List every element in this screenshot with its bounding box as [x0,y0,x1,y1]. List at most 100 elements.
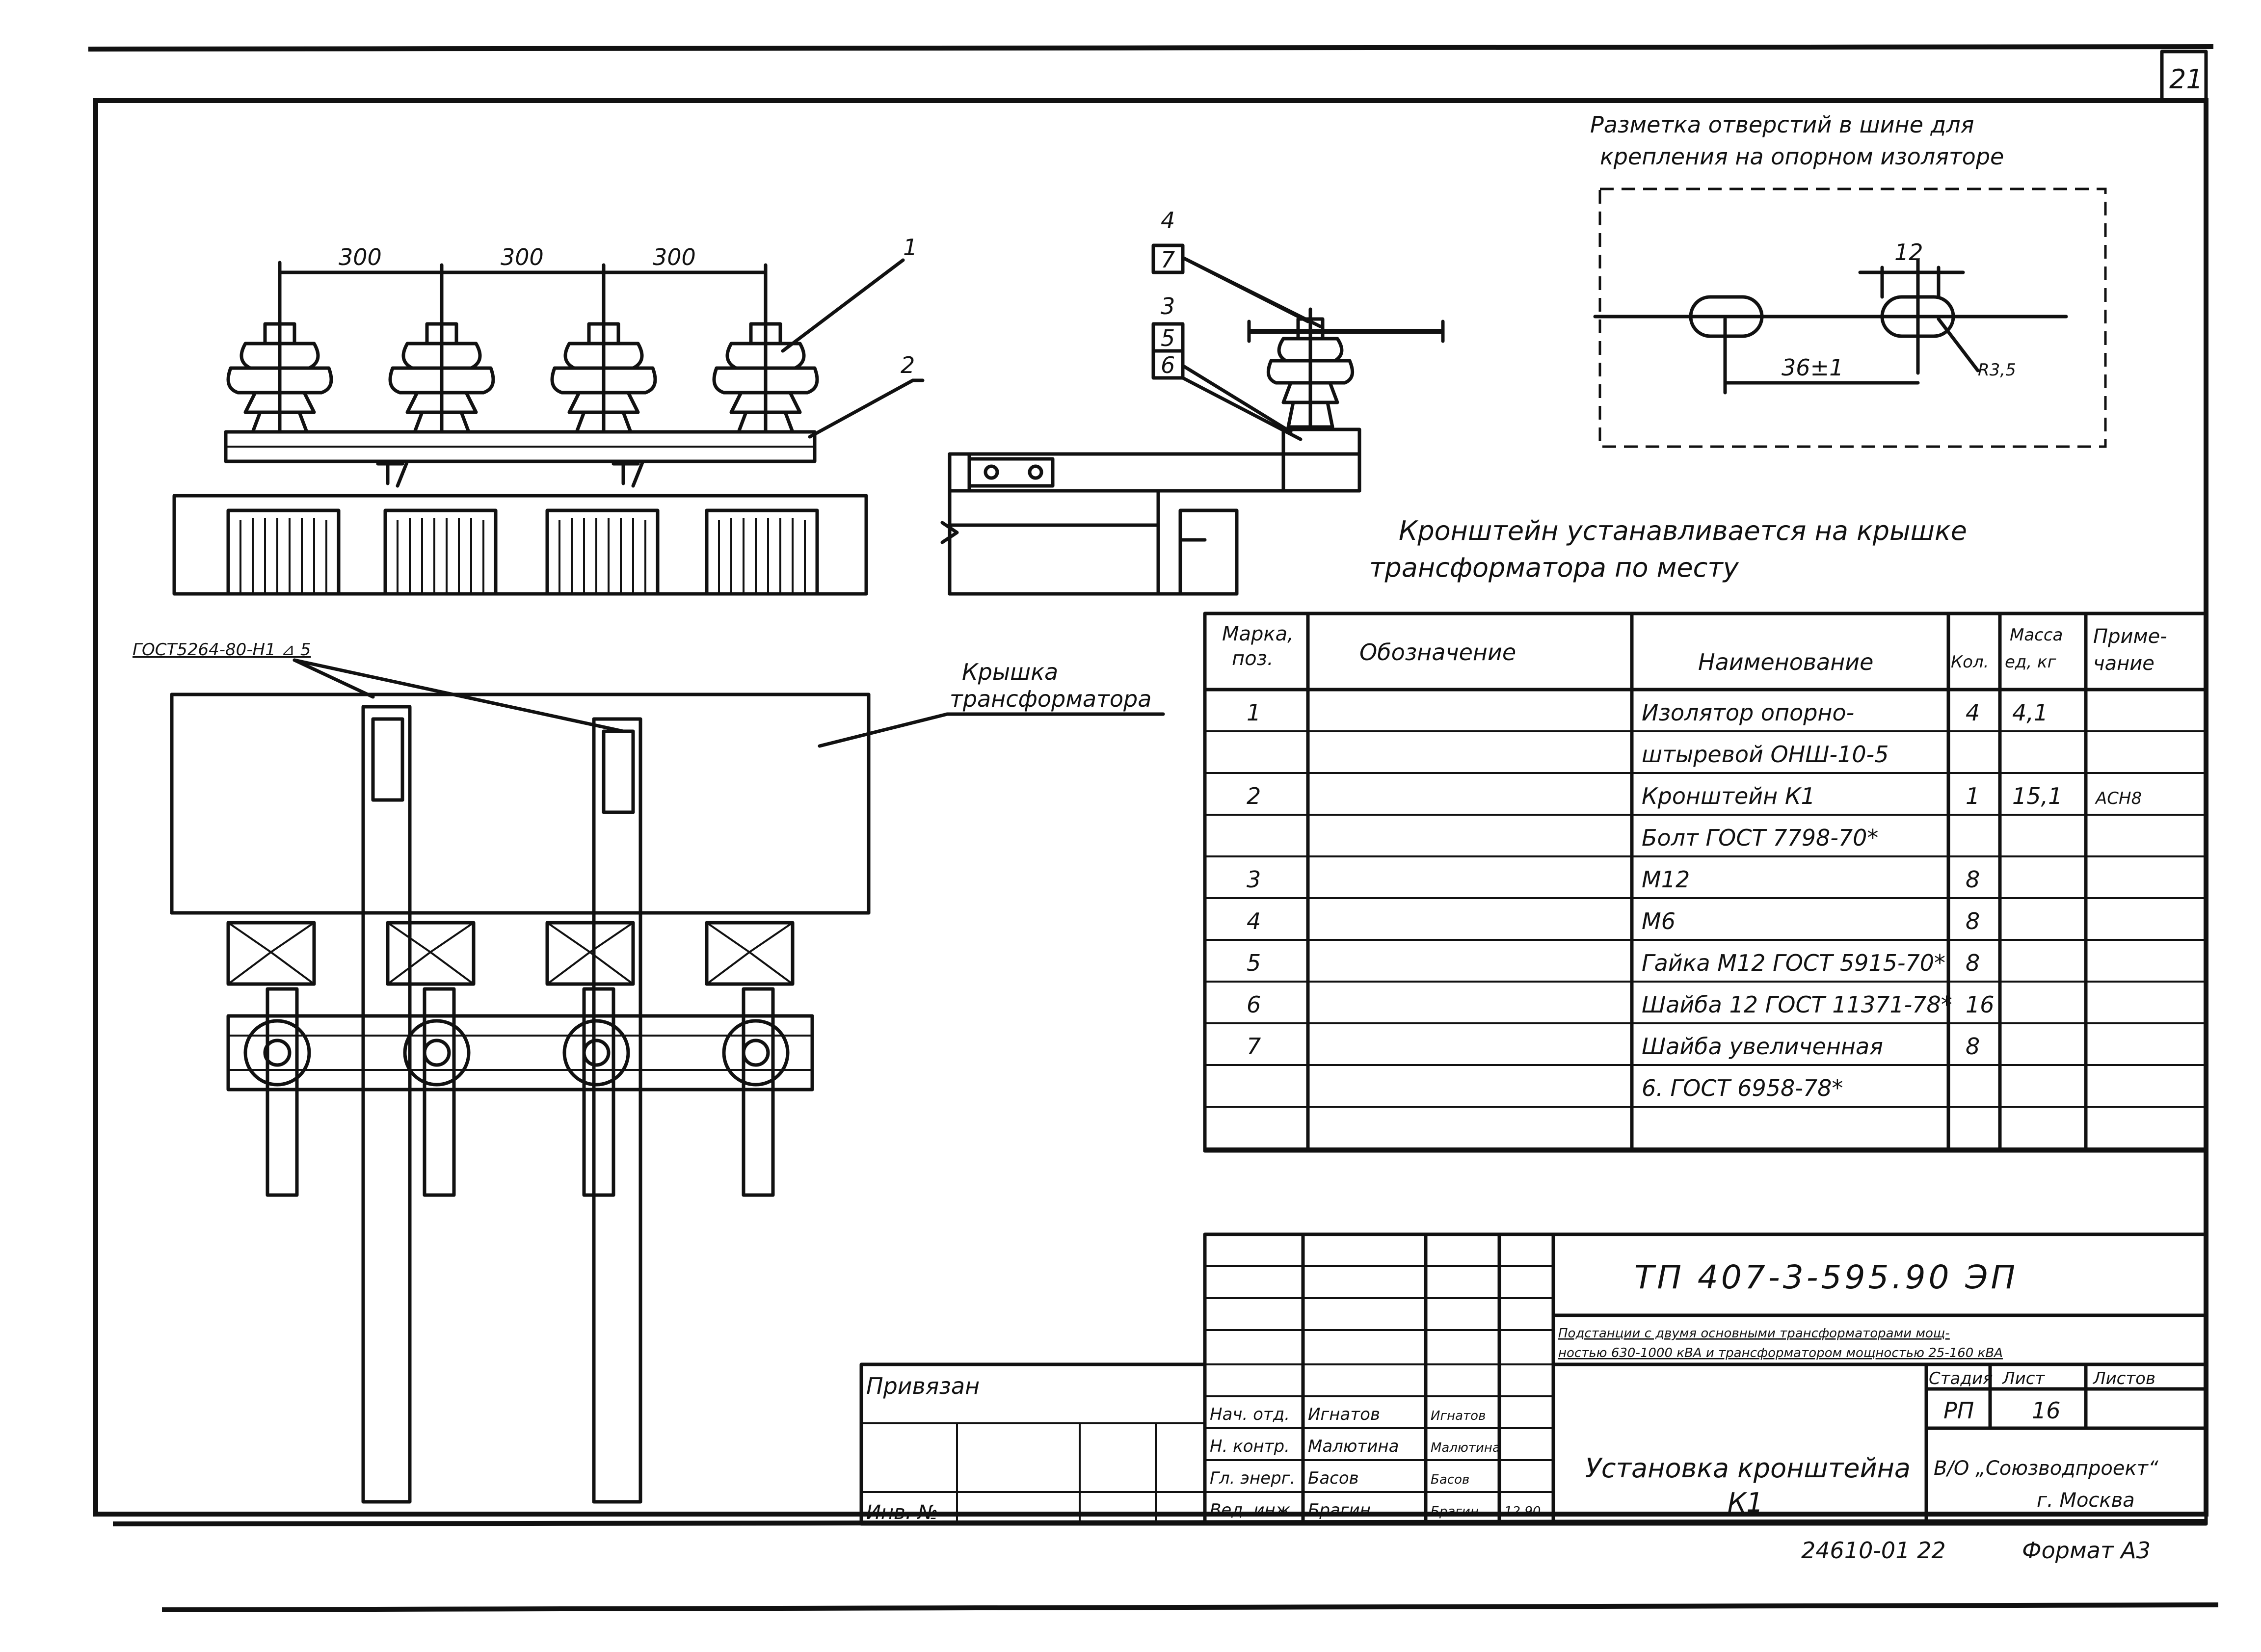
table-cell-pos: 7 [1247,1033,1261,1060]
spec-table: Марка, поз. Обозначение Наименование Кол… [1203,612,2208,1153]
drawing-title-2: К1 [1728,1487,1763,1518]
signature-role: Гл. энерг. [1210,1468,1295,1488]
th-pos-2: поз. [1232,647,1274,670]
stage-value: РП [1943,1397,1974,1424]
callout-6: 6 [1161,352,1175,378]
hole-marking-title-1: Разметка отверстий в шине для [1590,111,1974,138]
table-cell-pos: 2 [1247,783,1261,809]
signature-sign: Брагин [1431,1504,1479,1519]
drawing-title-1: Установка кронштейна [1585,1453,1911,1484]
sheet-value: 16 [2032,1397,2061,1424]
insulator-1 [226,312,333,434]
radiators [226,508,819,596]
transformer-body [172,494,868,596]
plan-view: ГОСТ5264-80-Н1 ⊿ 5 Крышка трансформатора [133,640,1165,1504]
signature-name: Басов [1308,1468,1359,1488]
callout-7: 7 [1161,246,1175,273]
inv-no-label: Инв. № [866,1501,938,1524]
dim-300-2: 300 [501,244,544,270]
table-cell-name: штыревой ОНШ-10-5 [1642,741,1889,768]
hole-dim-radius: R3,5 [1978,360,2016,380]
cover-label-1: Крышка [962,659,1058,685]
table-cell-qty: 8 [1966,950,1980,976]
signature-sign: Игнатов [1431,1409,1486,1423]
org-2: г. Москва [2037,1489,2135,1512]
table-cell-mass: 4,1 [2012,699,2048,726]
signature-name: Игнатов [1308,1405,1380,1424]
table-cell-name: Шайба 12 ГОСТ 11371-78* [1642,991,1952,1018]
table-cell-name: М12 [1642,866,1690,893]
signature-sign: Малютина [1431,1440,1500,1455]
table-cell-qty: 8 [1966,1033,1980,1060]
format-label: Формат А3 [2022,1537,2151,1564]
callout-2: 2 [901,352,915,378]
table-cell-mass: 15,1 [2012,783,2062,809]
cover-label-2: трансформатора [950,686,1151,712]
table-cell-name: Гайка М12 ГОСТ 5915-70* [1642,950,1945,976]
sheet-header: Лист [2001,1369,2045,1388]
hole-marking-detail: Разметка отверстий в шине для крепления … [1590,111,2107,448]
hole-dim-spacing: 36±1 [1782,354,1843,381]
table-cell-qty: 16 [1966,991,1995,1018]
th-note-1: Приме- [2093,625,2167,648]
signature-role: Нач. отд. [1210,1405,1290,1424]
table-cell-qty: 8 [1966,908,1980,934]
bottom-stamp: 24610-01 22 [1801,1537,1946,1564]
org-1: В/О „Союзводпроект“ [1934,1457,2158,1480]
callout-5: 5 [1161,325,1175,351]
insulator-4 [712,312,819,434]
table-cell-qty: 4 [1966,699,1980,726]
install-note-1: Кронштейн устанавливается на крышке [1399,515,1967,546]
side-view: 4 7 3 5 6 [940,207,1445,596]
table-cell-pos: 3 [1247,866,1261,893]
callout-4: 4 [1161,207,1175,234]
dim-300-3: 300 [653,244,696,270]
table-cell-pos: 1 [1247,699,1261,726]
terminal-boxes [226,921,795,986]
insulator-3 [550,312,657,434]
signature-name: Малютина [1308,1437,1399,1456]
privyazan-label: Привязан [866,1373,980,1399]
callout-3: 3 [1161,293,1175,320]
signature-sign: Басов [1431,1472,1469,1487]
insulator-2 [388,312,495,434]
title-block: ТП 407-3-595.90 ЭП Подстанции с двумя ос… [859,1232,2208,1526]
callout-1: 1 [903,234,917,261]
stage-header: Стадия [1929,1369,1993,1388]
table-cell-name: Кронштейн К1 [1642,783,1815,809]
signature-date: 12.90 [1504,1504,1541,1519]
table-cell-name: Болт ГОСТ 7798-70* [1642,825,1878,851]
signature-role: Вед. инж. [1210,1500,1296,1520]
sheets-header: Листов [2092,1369,2155,1388]
table-cell-name: Шайба увеличенная [1642,1033,1883,1060]
page-frame: 21 [88,44,2219,1612]
th-qty: Кол. [1951,652,1989,672]
plan-insulators [243,1019,790,1087]
table-cell-pos: 4 [1247,908,1261,934]
th-pos-1: Марка, [1222,623,1294,645]
table-cell-qty: 8 [1966,866,1980,893]
install-note-2: трансформатора по месту [1369,552,1739,583]
signature-name: Брагин [1308,1500,1371,1520]
signature-role: Н. контр. [1210,1437,1290,1456]
table-cell-qty: 1 [1966,783,1980,809]
table-cell-pos: 5 [1247,950,1261,976]
weld-note: ГОСТ5264-80-Н1 ⊿ 5 [133,640,311,660]
project-desc-1: Подстанции с двумя основными трансформат… [1558,1326,1950,1341]
table-cell-name: Изолятор опорно- [1642,699,1854,726]
th-mass-2: ед, кг [2005,652,2057,672]
th-name: Наименование [1698,649,1873,675]
th-mass-1: Масса [2010,625,2063,645]
hole-marking-title-2: крепления на опорном изоляторе [1600,143,2004,170]
th-note-2: чание [2093,652,2155,675]
front-view: 300 300 300 [172,234,925,596]
doc-code: ТП 407-3-595.90 ЭП [1634,1258,2018,1296]
project-desc-2: ностью 630-1000 кВА и трансформатором мо… [1558,1346,2003,1360]
sheet-number: 21 [2169,64,2203,95]
table-cell-name: М6 [1642,908,1676,934]
table-cell-name: 6. ГОСТ 6958-78* [1642,1075,1843,1101]
table-cell-pos: 6 [1247,991,1261,1018]
table-cell-note: АСН8 [2095,789,2142,808]
hole-dim-slot: 12 [1894,239,1923,266]
